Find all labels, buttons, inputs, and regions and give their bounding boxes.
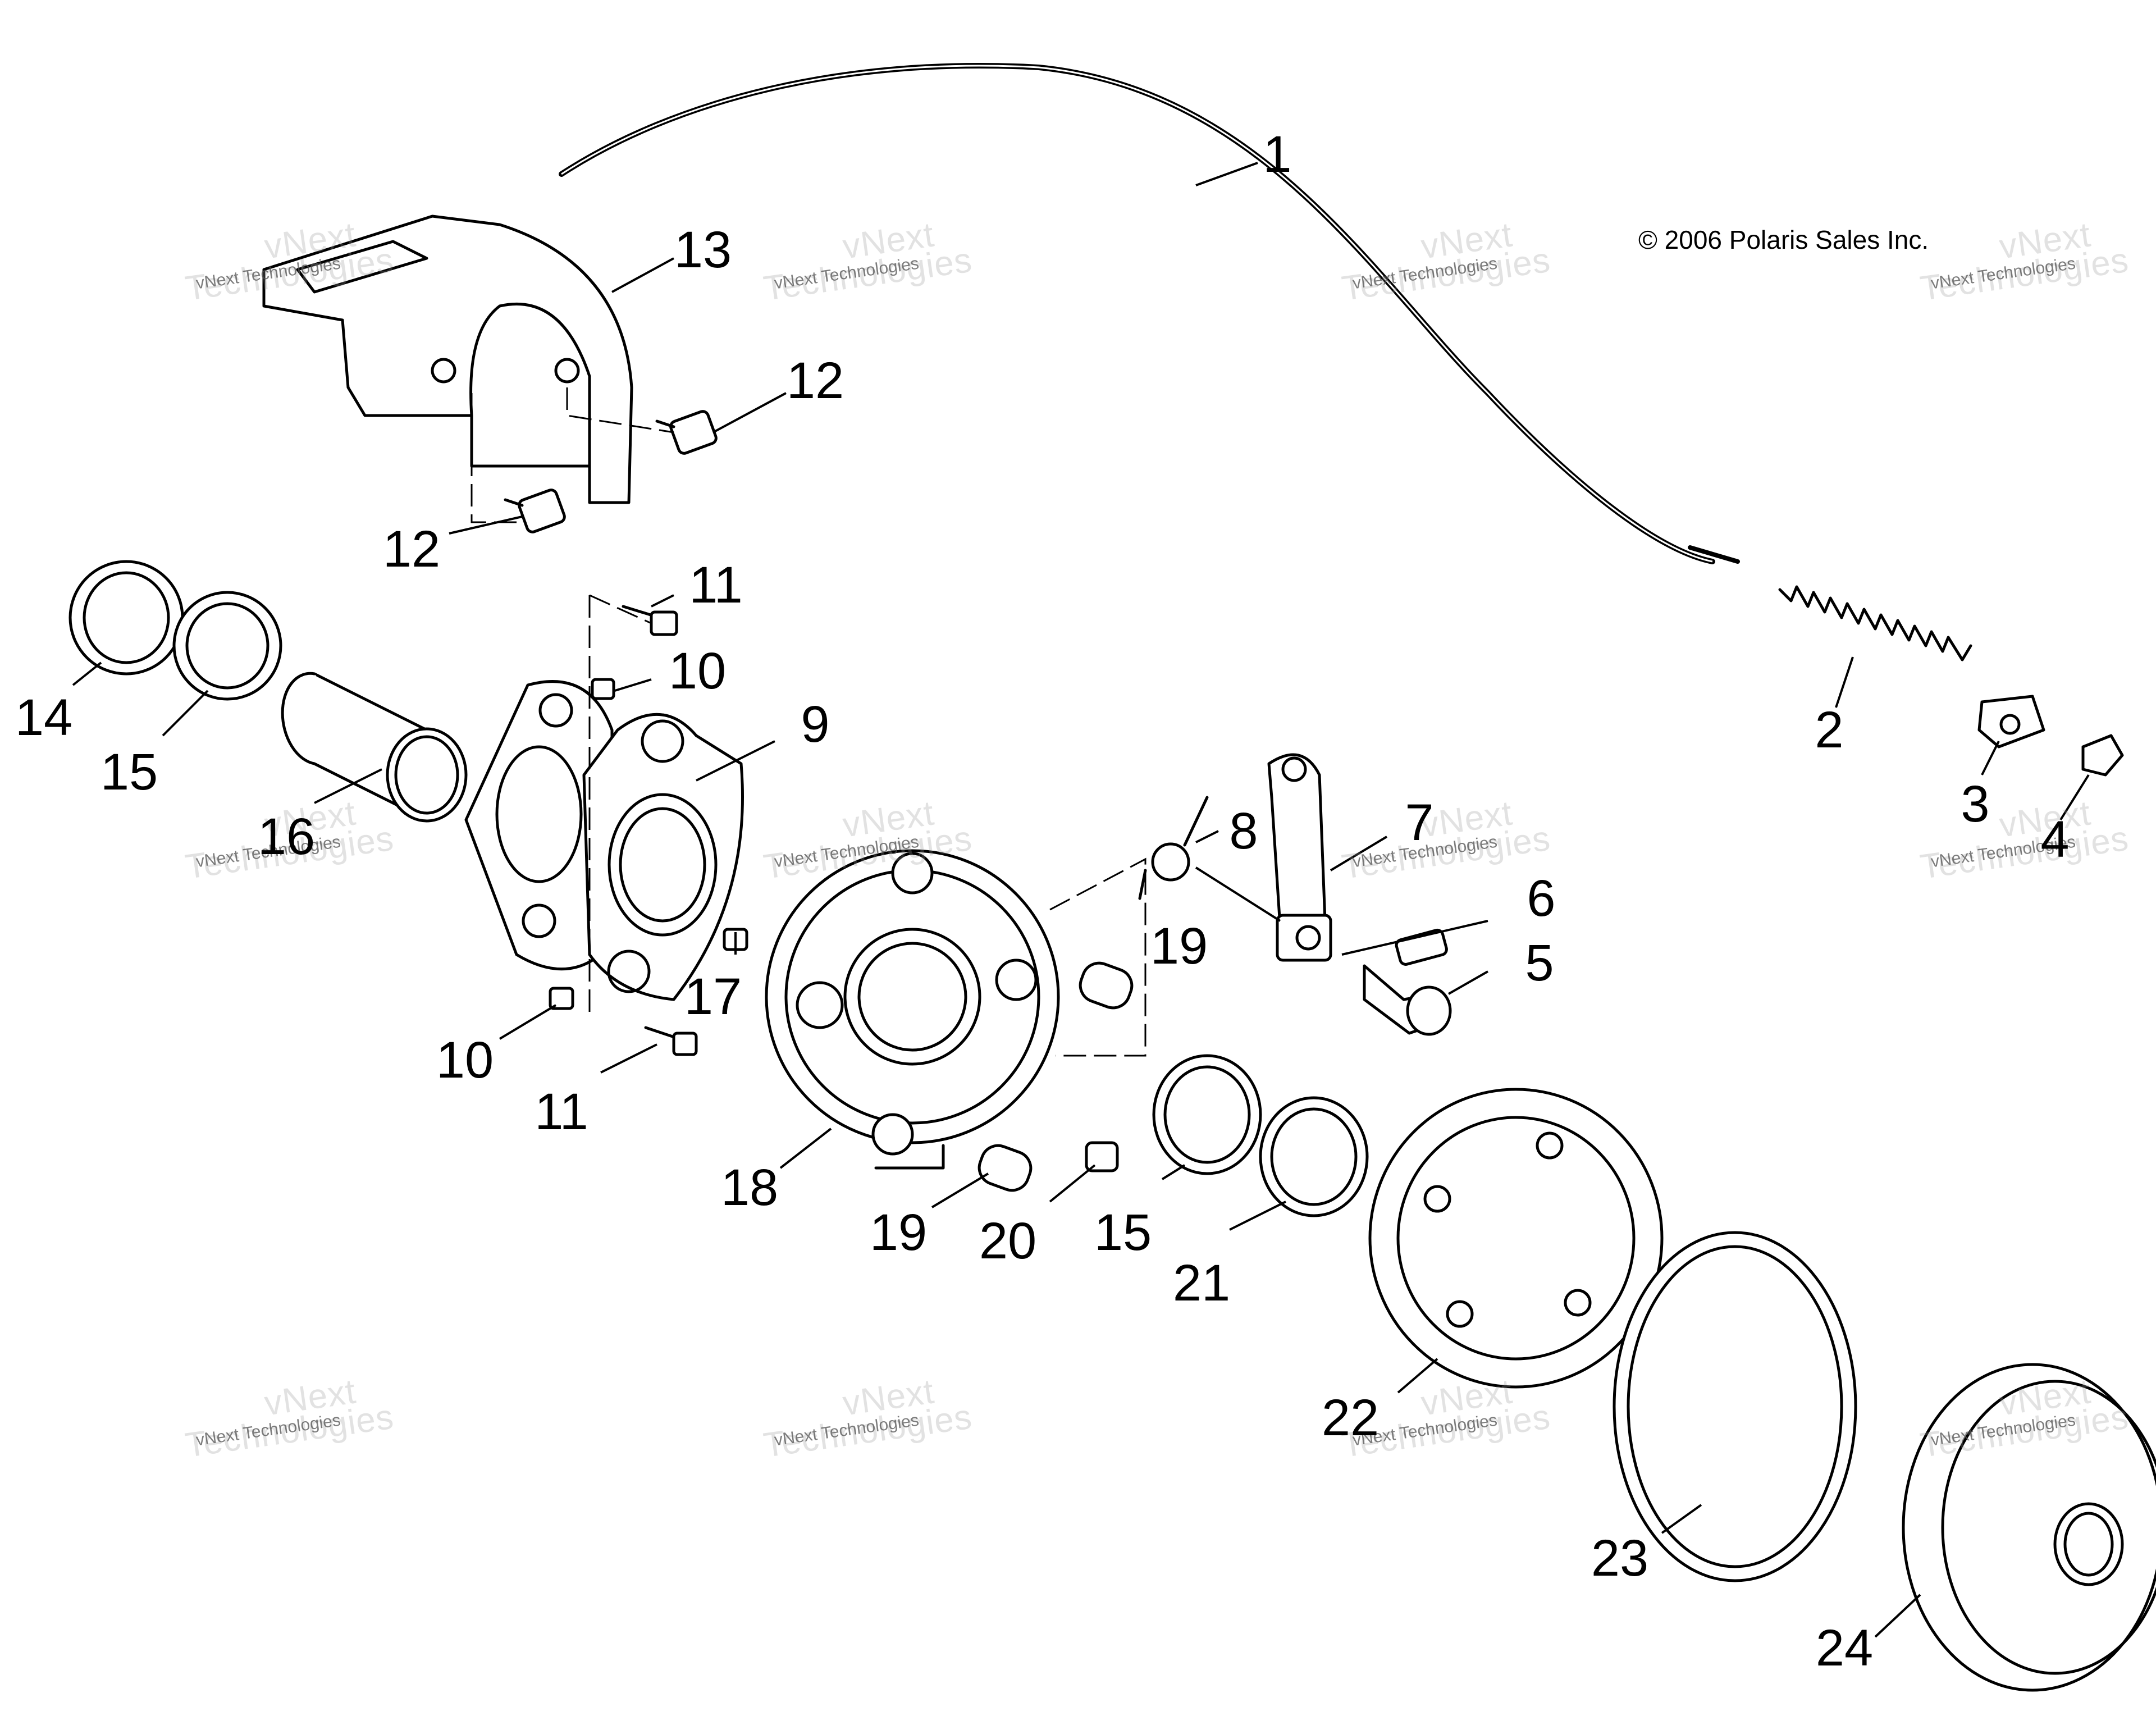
backing-plate-18 xyxy=(765,849,1060,1170)
callout-22: 22 xyxy=(1321,1389,1380,1446)
bolt-12-upper xyxy=(655,410,718,455)
callout-19-upper: 19 xyxy=(1150,918,1208,975)
wing-nut-4 xyxy=(2081,734,2124,777)
callout-12-lower: 12 xyxy=(382,521,441,578)
callout-15-right: 15 xyxy=(1094,1204,1152,1261)
seal-14 xyxy=(68,560,184,676)
callout-3: 3 xyxy=(1961,775,1990,833)
callout-5: 5 xyxy=(1525,934,1554,992)
callout-14: 14 xyxy=(15,689,73,746)
guide-lines-12 xyxy=(471,387,674,523)
callout-15-left: 15 xyxy=(100,743,158,801)
spring-8 xyxy=(1138,796,1209,900)
callout-9: 9 xyxy=(801,696,830,753)
bolt-11-lower xyxy=(644,1026,698,1056)
callout-7: 7 xyxy=(1405,794,1434,851)
callout-23: 23 xyxy=(1591,1530,1649,1587)
callout-16: 16 xyxy=(257,808,316,865)
drum-23 xyxy=(1613,1231,1857,1582)
return-spring-2 xyxy=(1778,585,1972,661)
bolt-11-upper xyxy=(622,605,678,636)
callout-21: 21 xyxy=(1172,1254,1231,1312)
brake-lever-7 xyxy=(1267,753,1332,962)
adjuster-5 xyxy=(1363,964,1452,1036)
callout-17: 17 xyxy=(684,968,742,1025)
callout-8: 8 xyxy=(1229,802,1258,860)
seal-21 xyxy=(1259,1096,1369,1217)
copyright-notice: © 2006 Polaris Sales Inc. xyxy=(1638,225,1929,254)
brake-shoes-22 xyxy=(1368,1088,1664,1389)
guide-lines-19 xyxy=(1049,857,1146,1057)
guide-lines-11 xyxy=(588,594,652,1016)
callout-2: 2 xyxy=(1815,701,1844,759)
callout-12-upper: 12 xyxy=(786,352,844,409)
nut-10-upper xyxy=(591,678,615,700)
brake-cable xyxy=(559,62,1740,564)
bolt-6 xyxy=(1395,928,1448,966)
bearing-plate-9 xyxy=(582,713,744,1001)
callout-6: 6 xyxy=(1527,870,1556,927)
callout-11-upper: 11 xyxy=(689,556,743,614)
pin-19-upper xyxy=(1079,961,1134,1010)
callout-4: 4 xyxy=(2040,811,2070,868)
nut-10-lower xyxy=(549,987,574,1010)
cable-block-3 xyxy=(1977,695,2045,749)
callout-10-upper: 10 xyxy=(668,642,727,700)
seal-15-right xyxy=(1152,1054,1262,1175)
sleeve-16 xyxy=(281,672,468,823)
callout-13: 13 xyxy=(674,221,732,279)
bolt-12-lower xyxy=(504,489,566,533)
nut-20 xyxy=(1085,1141,1119,1172)
callout-19-lower: 19 xyxy=(869,1204,928,1261)
cover-24 xyxy=(1902,1363,2156,1692)
leader-lines xyxy=(72,162,2090,1638)
callout-10-lower: 10 xyxy=(436,1032,494,1089)
callout-1: 1 xyxy=(1263,126,1292,183)
callout-18: 18 xyxy=(720,1159,779,1216)
seal-15-left xyxy=(172,591,282,701)
callout-24: 24 xyxy=(1815,1619,1874,1677)
pin-19-lower xyxy=(977,1144,1033,1192)
callout-11-lower: 11 xyxy=(535,1083,588,1140)
callout-20: 20 xyxy=(979,1212,1037,1270)
